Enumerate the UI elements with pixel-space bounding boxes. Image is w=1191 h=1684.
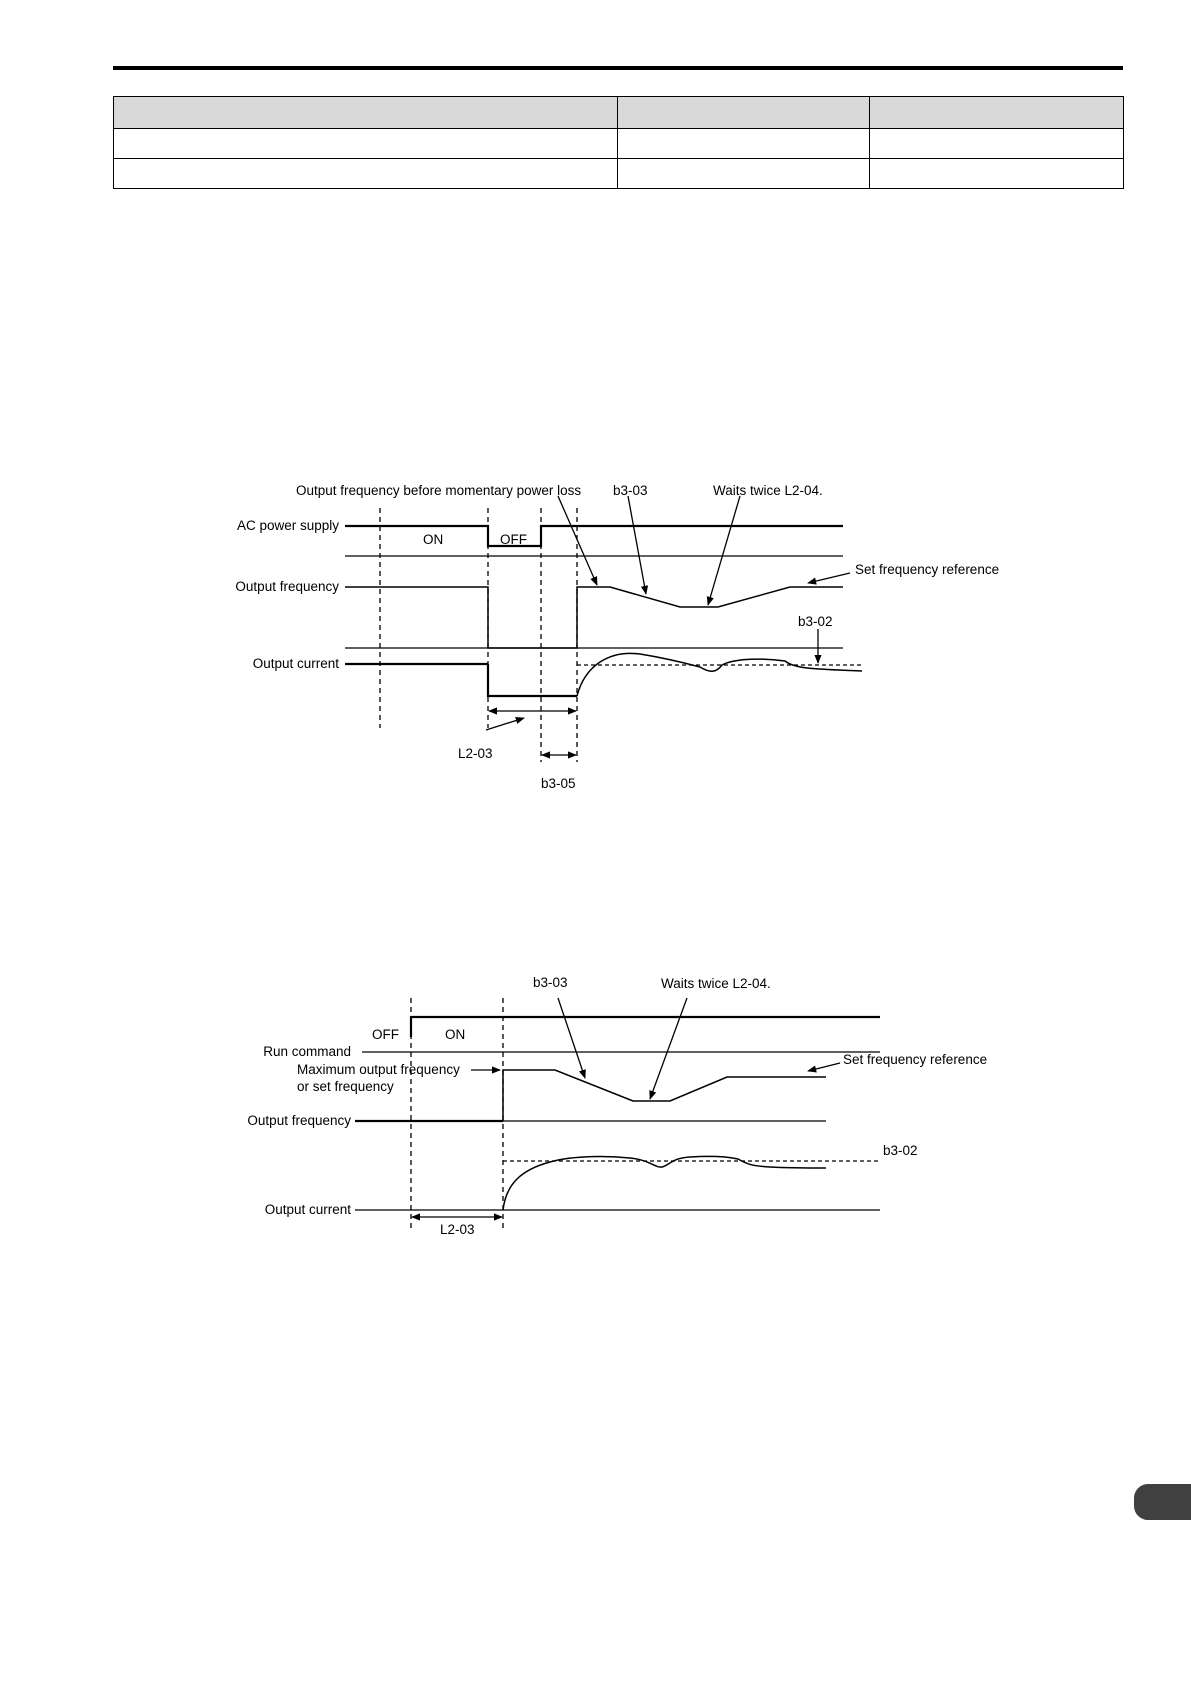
timing-diagram-run-command: b3-03 Waits twice L2-04. OFF ON Run comm… (247, 975, 987, 1237)
l2-03-label: L2-03 (458, 746, 493, 761)
leader-arrow (557, 495, 598, 586)
leader-arrow (807, 1062, 841, 1073)
max-output-frequency-label: Maximum output frequency (297, 1062, 460, 1077)
output-frequency-label: Output frequency (235, 579, 339, 594)
output-frequency-trace (345, 586, 843, 649)
set-frequency-label: or set frequency (297, 1079, 394, 1094)
leader-arrow (807, 572, 851, 585)
output-current-trace (502, 1155, 827, 1211)
waits-label: Waits twice L2-04. (713, 483, 823, 498)
output-current-trace (576, 652, 863, 697)
output-current-trace (486, 664, 577, 698)
table-header-cell (869, 96, 1124, 129)
table-header-cell (113, 96, 618, 129)
b3-05-label: b3-05 (541, 776, 576, 791)
b3-03-label: b3-03 (533, 975, 568, 990)
off-label: OFF (500, 532, 527, 547)
b3-02-label: b3-02 (798, 614, 833, 629)
output-frequency-trace (502, 1069, 826, 1121)
table-row (113, 158, 1124, 189)
table-row (113, 128, 1124, 159)
leader-arrow (557, 997, 586, 1079)
l2-03-label: L2-03 (440, 1222, 475, 1237)
parameter-table (113, 96, 1124, 189)
timing-diagram-power-loss: Output frequency before momentary power … (235, 483, 999, 791)
set-frequency-reference-label: Set frequency reference (855, 562, 999, 577)
waits-label: Waits twice L2-04. (661, 976, 771, 991)
table-cell (113, 158, 618, 189)
table-cell (869, 158, 1124, 189)
output-current-label: Output current (265, 1202, 352, 1217)
top-rule (113, 66, 1123, 70)
table-cell (617, 158, 870, 189)
run-command-trace (409, 1015, 880, 1037)
leader-arrow (627, 495, 649, 595)
output-freq-before-loss-label: Output frequency before momentary power … (296, 483, 581, 498)
leader-arrow (649, 997, 688, 1100)
output-frequency-label: Output frequency (247, 1113, 351, 1128)
run-command-label: Run command (263, 1044, 351, 1059)
output-current-label: Output current (253, 656, 340, 671)
on-label: ON (423, 532, 443, 547)
table-cell (113, 128, 618, 159)
b3-03-label: b3-03 (613, 483, 648, 498)
on-label: ON (445, 1027, 465, 1042)
ac-power-supply-label: AC power supply (237, 518, 339, 533)
leader-arrow (485, 716, 525, 731)
b3-02-label: b3-02 (883, 1143, 918, 1158)
chapter-tab-marker (1134, 1484, 1191, 1520)
table-cell (617, 128, 870, 159)
table-header-row (113, 96, 1124, 129)
set-frequency-reference-label: Set frequency reference (843, 1052, 987, 1067)
ac-power-trace (345, 524, 843, 548)
table-cell (869, 128, 1124, 159)
leader-arrow (706, 495, 741, 606)
off-label: OFF (372, 1027, 399, 1042)
table-header-cell (617, 96, 870, 129)
